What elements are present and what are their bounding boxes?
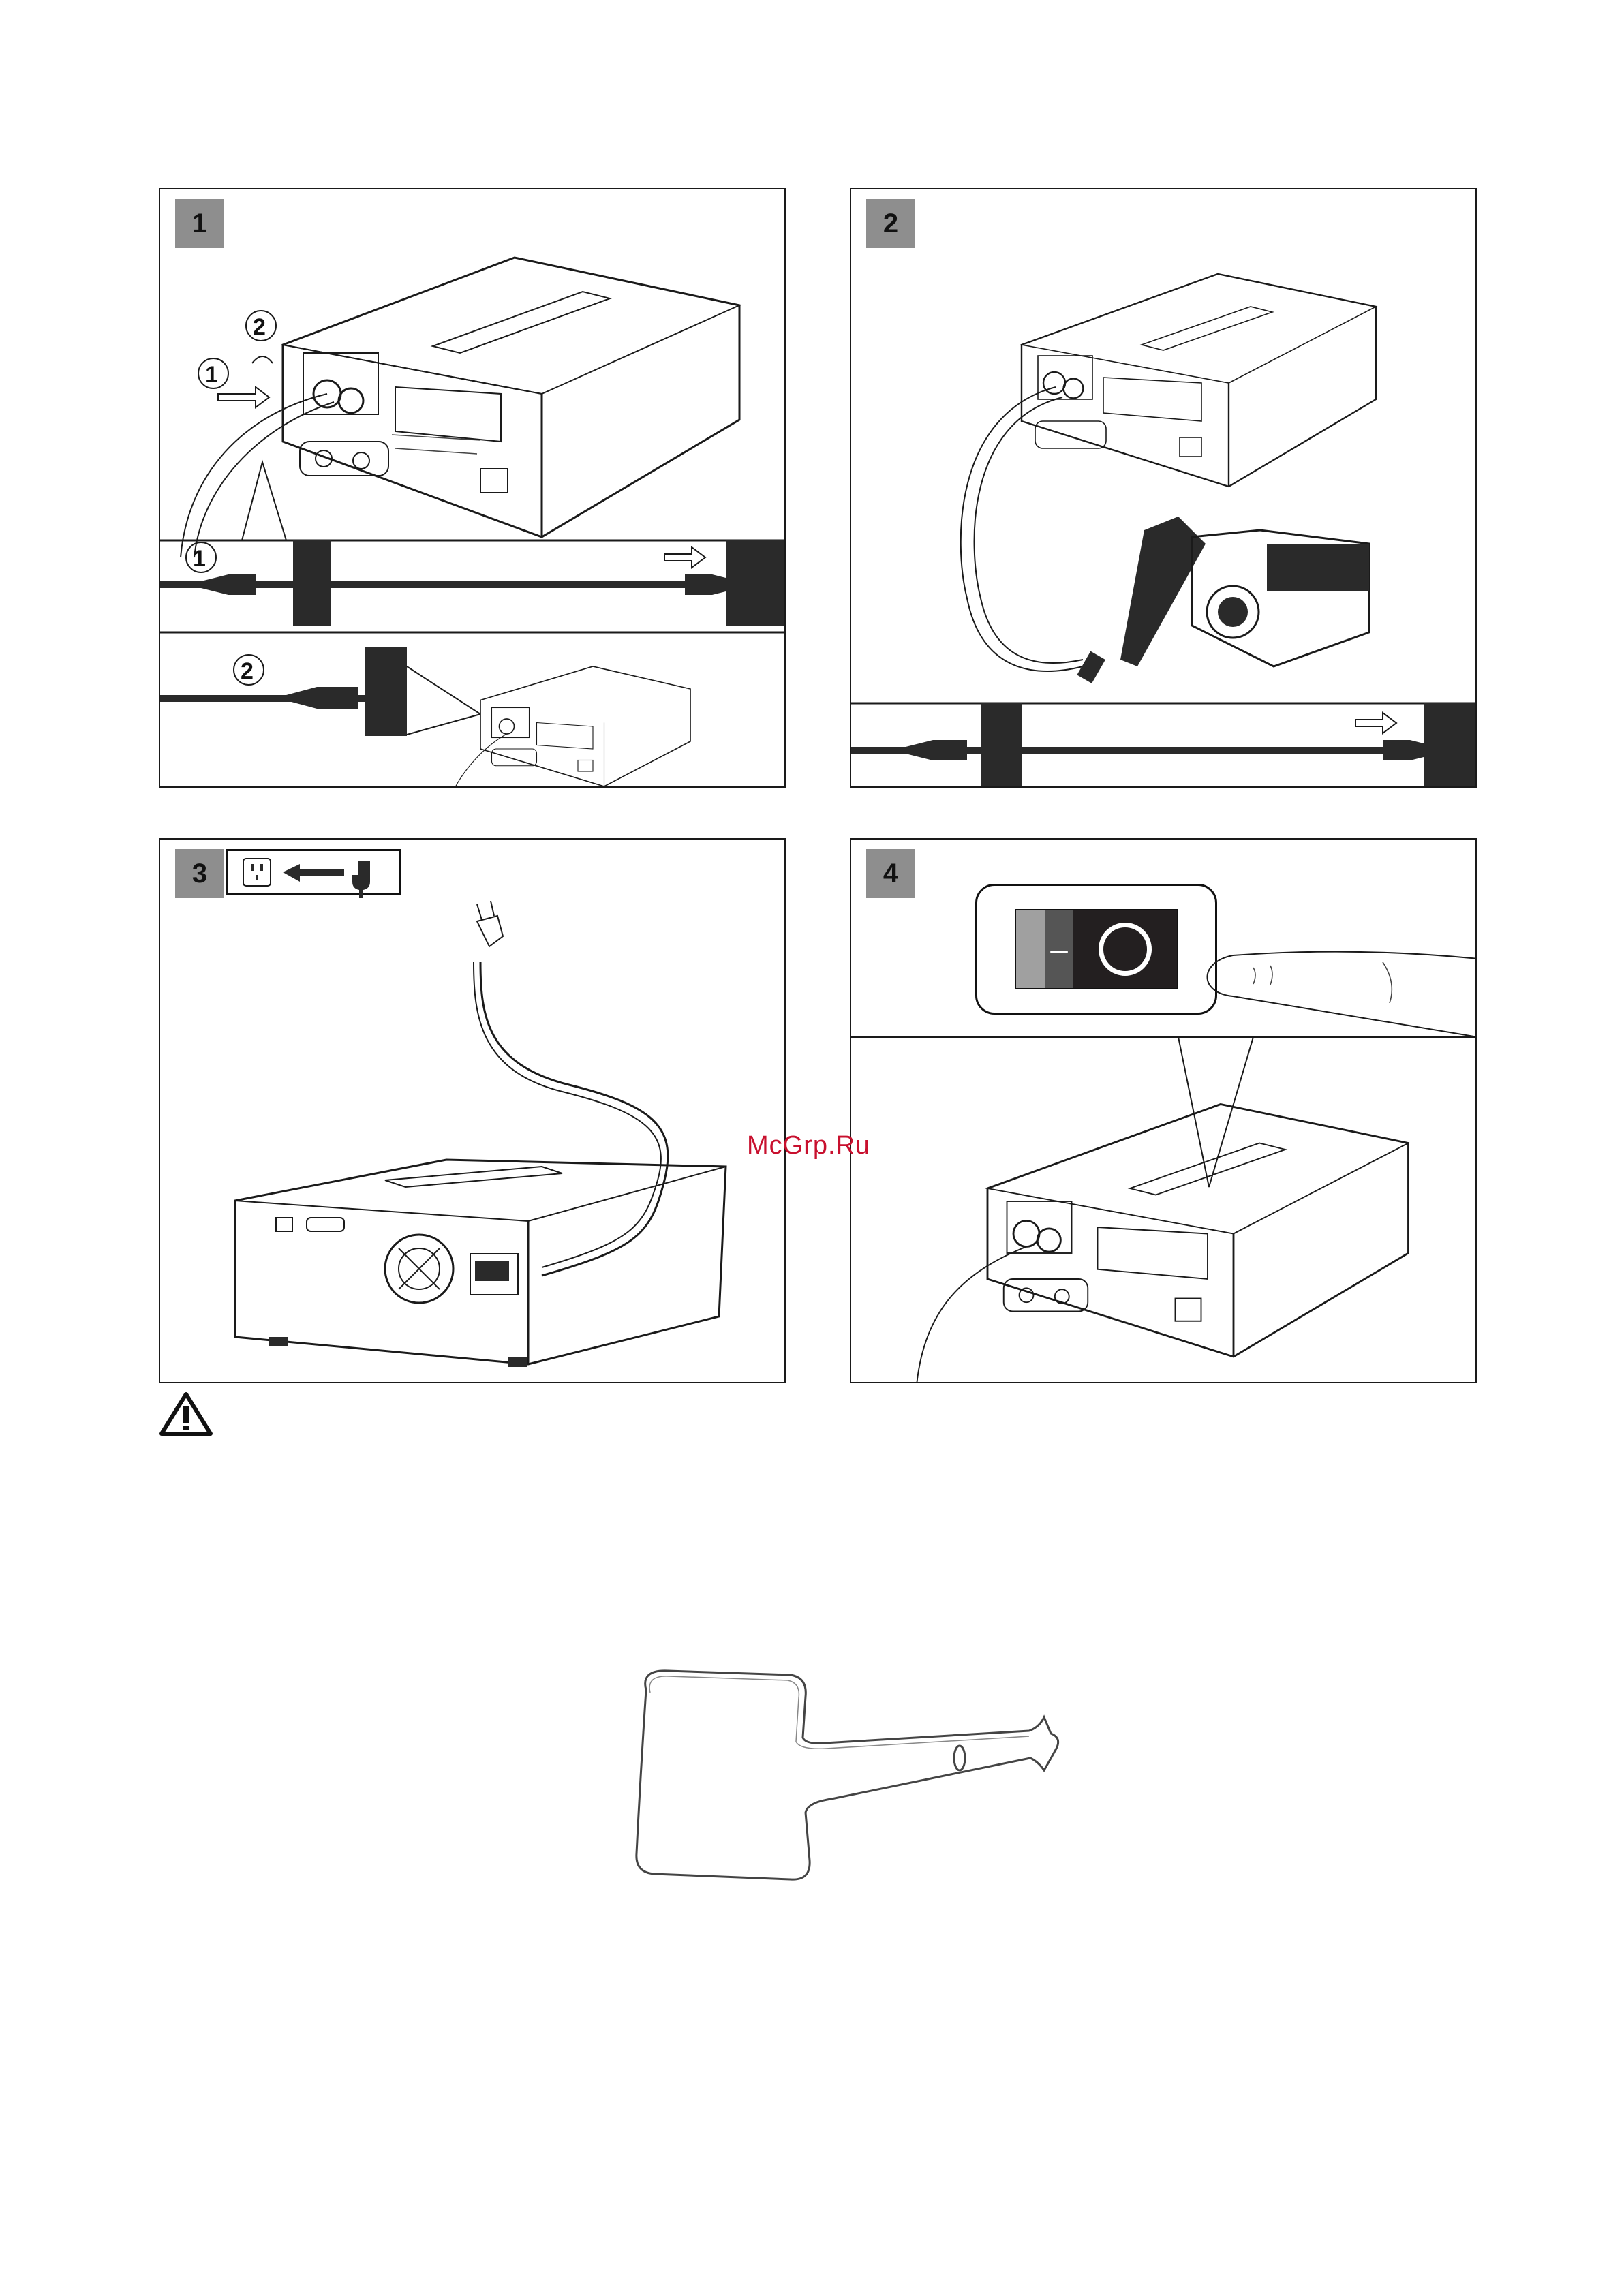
svg-text:1: 1 (193, 546, 206, 572)
svg-text:2: 2 (241, 658, 254, 684)
power-outlet-icon (243, 859, 271, 886)
nozzle-removal-tool-drawing (627, 1663, 1104, 1894)
hot-air-handpiece-drawing (1077, 517, 1369, 683)
soldering-station-drawing (1022, 274, 1376, 487)
step-1-illustration: 1 2 1 2 (160, 189, 786, 788)
power-plug-icon (352, 861, 370, 898)
finger-drawing (1208, 952, 1477, 1037)
warning-triangle-icon (159, 1390, 213, 1438)
step-2-panel: 2 (850, 188, 1477, 788)
step-1-panel: 1 1 2 (159, 188, 786, 788)
step-4-panel: 4 – (850, 838, 1477, 1383)
svg-text:2: 2 (253, 314, 266, 340)
soldering-station-drawing (917, 1105, 1409, 1384)
station-rear-drawing (235, 1160, 726, 1367)
soldering-station-drawing (283, 258, 739, 537)
step-2-illustration (851, 189, 1477, 788)
svg-text:1: 1 (205, 362, 218, 388)
watermark: McGrp.Ru (747, 1131, 870, 1160)
step-3-panel: 3 (159, 838, 786, 1383)
step-3-illustration (160, 840, 786, 1383)
step-4-illustration (851, 840, 1477, 1383)
